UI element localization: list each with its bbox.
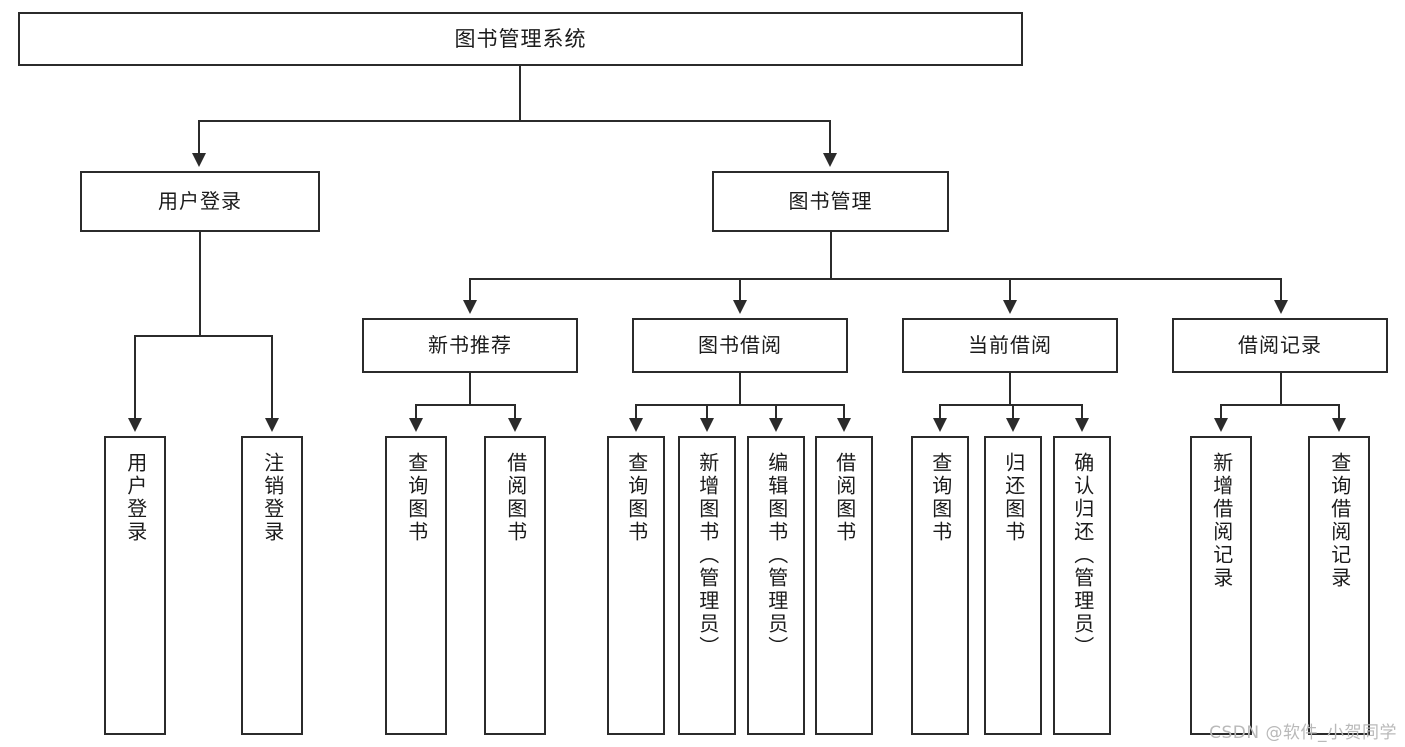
connector-book-management-bus bbox=[469, 278, 1281, 280]
leaf-query-book-recommend[interactable]: 查询图书 bbox=[385, 436, 447, 735]
arrowhead-user-login bbox=[192, 153, 206, 167]
connector-user-login-child-2 bbox=[271, 335, 273, 418]
node-label: 用户登录 bbox=[158, 189, 242, 213]
node-label: 当前借阅 bbox=[968, 333, 1052, 357]
arrowhead-leaf-add-borrow-record bbox=[1214, 418, 1228, 432]
node-label: 用户登录 bbox=[123, 452, 148, 544]
connector-bb-child-3 bbox=[775, 404, 777, 418]
connector-bm-to-borrow-record bbox=[1280, 278, 1282, 300]
arrowhead-leaf-logout bbox=[265, 418, 279, 432]
arrowhead-borrow-record bbox=[1274, 300, 1288, 314]
node-label: 新增借阅记录 bbox=[1209, 452, 1234, 590]
leaf-return-book[interactable]: 归还图书 bbox=[984, 436, 1042, 735]
connector-bm-to-current-borrow bbox=[1009, 278, 1011, 300]
connector-cb-child-2 bbox=[1012, 404, 1014, 418]
arrowhead-leaf-add-book-admin bbox=[700, 418, 714, 432]
node-label: 图书管理 bbox=[788, 189, 873, 213]
arrowhead-book-management bbox=[823, 153, 837, 167]
leaf-user-login[interactable]: 用户登录 bbox=[104, 436, 166, 735]
arrowhead-leaf-edit-book-admin bbox=[769, 418, 783, 432]
connector-user-login-bus bbox=[134, 335, 272, 337]
node-label: 查询图书 bbox=[404, 452, 429, 544]
connector-nb-child-1 bbox=[415, 404, 417, 418]
connector-borrow-record-stem bbox=[1280, 373, 1282, 405]
connector-br-child-2 bbox=[1338, 404, 1340, 418]
arrowhead-leaf-borrow-book bbox=[837, 418, 851, 432]
node-current-borrow[interactable]: 当前借阅 bbox=[902, 318, 1118, 373]
connector-book-borrow-stem bbox=[739, 373, 741, 405]
leaf-query-borrow-record[interactable]: 查询借阅记录 bbox=[1308, 436, 1370, 735]
leaf-logout[interactable]: 注销登录 bbox=[241, 436, 303, 735]
node-label: 查询借阅记录 bbox=[1327, 452, 1352, 590]
node-user-login[interactable]: 用户登录 bbox=[80, 171, 320, 232]
connector-nb-child-2 bbox=[514, 404, 516, 418]
node-borrow-record[interactable]: 借阅记录 bbox=[1172, 318, 1388, 373]
connector-root-bus bbox=[198, 120, 831, 122]
connector-current-borrow-stem bbox=[1009, 373, 1011, 405]
connector-cb-child-1 bbox=[939, 404, 941, 418]
arrowhead-book-borrow bbox=[733, 300, 747, 314]
leaf-query-book-current[interactable]: 查询图书 bbox=[911, 436, 969, 735]
node-label: 编辑图书（管理员） bbox=[764, 452, 789, 659]
connector-root-to-book-management bbox=[829, 120, 831, 153]
connector-current-borrow-bus bbox=[939, 404, 1082, 406]
node-label: 查询图书 bbox=[624, 452, 649, 544]
node-root-book-management-system[interactable]: 图书管理系统 bbox=[18, 12, 1023, 66]
connector-root-to-user-login bbox=[198, 120, 200, 153]
connector-bm-to-book-borrow bbox=[739, 278, 741, 300]
connector-new-book-bus bbox=[415, 404, 515, 406]
node-label: 图书借阅 bbox=[698, 333, 782, 357]
node-label: 借阅图书 bbox=[503, 452, 528, 544]
leaf-add-borrow-record[interactable]: 新增借阅记录 bbox=[1190, 436, 1252, 735]
connector-br-child-1 bbox=[1220, 404, 1222, 418]
arrowhead-new-book-recommend bbox=[463, 300, 477, 314]
connector-user-login-child-1 bbox=[134, 335, 136, 418]
connector-cb-child-3 bbox=[1081, 404, 1083, 418]
connector-borrow-record-bus bbox=[1220, 404, 1339, 406]
arrowhead-leaf-query-borrow-record bbox=[1332, 418, 1346, 432]
leaf-borrow-book[interactable]: 借阅图书 bbox=[815, 436, 873, 735]
node-new-book-recommend[interactable]: 新书推荐 bbox=[362, 318, 578, 373]
node-label: 归还图书 bbox=[1001, 452, 1026, 544]
connector-root-stem bbox=[519, 66, 521, 122]
connector-bm-to-new-book bbox=[469, 278, 471, 300]
connector-book-borrow-bus bbox=[635, 404, 843, 406]
leaf-confirm-return-admin[interactable]: 确认归还（管理员） bbox=[1053, 436, 1111, 735]
node-label: 借阅记录 bbox=[1238, 333, 1322, 357]
node-book-borrow[interactable]: 图书借阅 bbox=[632, 318, 848, 373]
node-label: 借阅图书 bbox=[832, 452, 857, 544]
arrowhead-leaf-query-book-recommend bbox=[409, 418, 423, 432]
arrowhead-leaf-confirm-return-admin bbox=[1075, 418, 1089, 432]
node-label: 新书推荐 bbox=[428, 333, 512, 357]
node-book-management[interactable]: 图书管理 bbox=[712, 171, 949, 232]
connector-book-management-stem bbox=[830, 232, 832, 279]
leaf-query-book-borrow[interactable]: 查询图书 bbox=[607, 436, 665, 735]
node-label: 新增图书（管理员） bbox=[695, 452, 720, 659]
connector-bb-child-4 bbox=[843, 404, 845, 418]
node-label: 注销登录 bbox=[260, 452, 285, 544]
arrowhead-leaf-query-book-borrow bbox=[629, 418, 643, 432]
node-label: 查询图书 bbox=[928, 452, 953, 544]
connector-bb-child-2 bbox=[706, 404, 708, 418]
arrowhead-leaf-borrow-book-recommend bbox=[508, 418, 522, 432]
leaf-edit-book-admin[interactable]: 编辑图书（管理员） bbox=[747, 436, 805, 735]
arrowhead-leaf-user-login bbox=[128, 418, 142, 432]
leaf-add-book-admin[interactable]: 新增图书（管理员） bbox=[678, 436, 736, 735]
connector-bb-child-1 bbox=[635, 404, 637, 418]
arrowhead-leaf-query-book-current bbox=[933, 418, 947, 432]
arrowhead-current-borrow bbox=[1003, 300, 1017, 314]
node-label: 图书管理系统 bbox=[454, 26, 587, 51]
node-label: 确认归还（管理员） bbox=[1070, 452, 1095, 659]
connector-new-book-stem bbox=[469, 373, 471, 405]
arrowhead-leaf-return-book bbox=[1006, 418, 1020, 432]
leaf-borrow-book-recommend[interactable]: 借阅图书 bbox=[484, 436, 546, 735]
connector-user-login-stem bbox=[199, 232, 201, 336]
